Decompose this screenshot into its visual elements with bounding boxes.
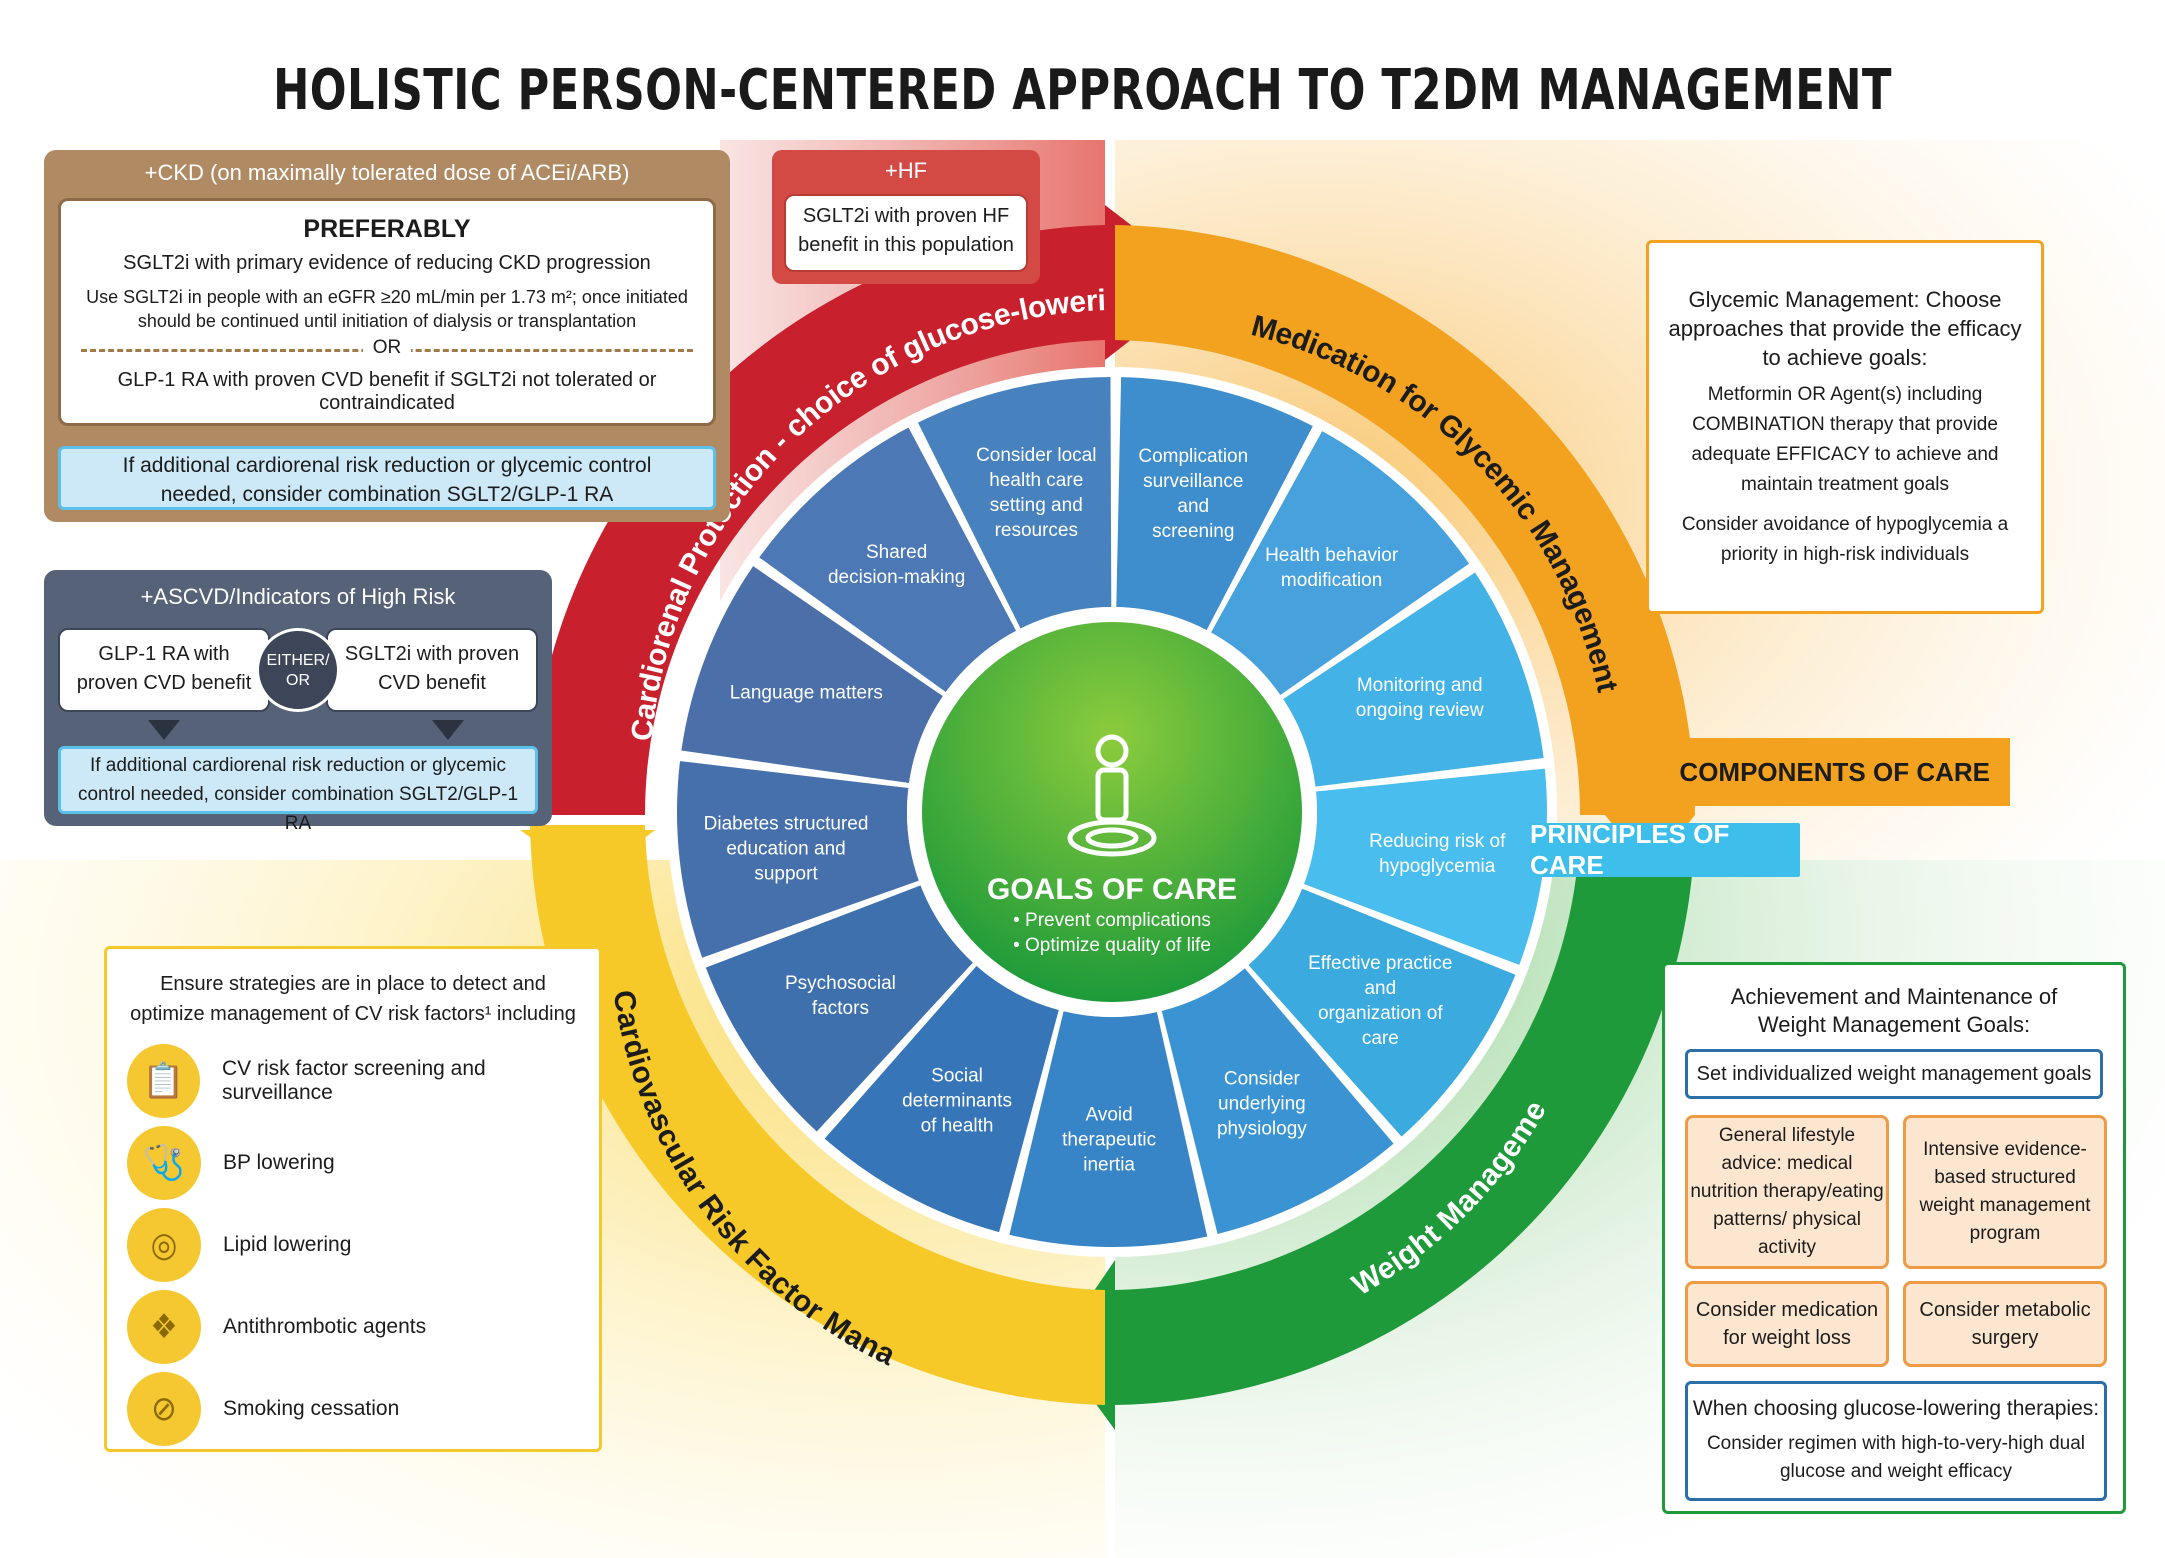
weight-title: Achievement and Maintenance of Weight Ma…	[1730, 984, 2058, 1037]
principle-segment-label: Consider local health care setting and r…	[976, 444, 1097, 541]
lipid-cell-icon: ◎	[127, 1208, 201, 1282]
components-of-care-tab: COMPONENTS OF CARE	[1640, 738, 2010, 806]
ckd-sglt2i-line: SGLT2i with primary evidence of reducing…	[123, 252, 651, 274]
ascvd-glp1-box: GLP-1 RA with proven CVD benefit	[58, 628, 270, 712]
therapies-box: When choosing glucose-lowering therapies…	[1685, 1381, 2107, 1501]
principle-segment	[1211, 431, 1470, 695]
cv-risk-item: ◎ Lipid lowering	[127, 1205, 597, 1285]
cv-risk-panel: Ensure strategies are in place to detect…	[104, 946, 602, 1452]
ckd-or-divider: OR	[81, 337, 693, 361]
either-or-badge: EITHER/ OR	[256, 628, 340, 712]
principle-segment-label: Effective practice and organization of c…	[1308, 952, 1453, 1049]
principle-segment	[824, 965, 1059, 1233]
hf-box: SGLT2i with proven HF benefit in this po…	[784, 194, 1028, 272]
principle-segment	[917, 377, 1112, 629]
ascvd-panel: +ASCVD/Indicators of High Risk GLP-1 RA …	[44, 570, 552, 834]
principles-of-care-tab: PRINCIPLES OF CARE	[1530, 819, 1800, 880]
cv-risk-item-label: Smoking cessation	[223, 1397, 400, 1420]
principle-segment-label: Diabetes structured education and suppor…	[703, 813, 869, 885]
ascvd-combo-box: If additional cardiorenal risk reduction…	[58, 746, 538, 834]
cv-risk-item-label: CV risk factor screening and surveillanc…	[221, 1057, 486, 1104]
principle-segment	[1161, 968, 1394, 1234]
cv-risk-list: 📋 CV risk factor screening and surveillan…	[127, 1041, 597, 1449]
clipboard-icon: 📋	[127, 1044, 200, 1118]
ckd-combo-box: If additional cardiorenal risk reduction…	[58, 446, 716, 510]
yellow-arc-arrowhead	[520, 830, 655, 880]
metabolic-surgery-box: Consider metabolic surgery	[1903, 1281, 2107, 1367]
goals-title: GOALS OF CARE	[986, 873, 1237, 906]
cv-risk-item-label: Antithrombotic agents	[223, 1315, 427, 1338]
ascvd-header: +ASCVD/Indicators of High Risk	[140, 584, 456, 609]
cv-risk-title: Ensure strategies are in place to detect…	[130, 973, 576, 1025]
principle-segment-label: Complication surveillance and screening	[1138, 446, 1249, 543]
lifestyle-advice-box: General lifestyle advice: medical nutrit…	[1685, 1115, 1889, 1269]
down-arrow-icon	[432, 720, 464, 740]
principle-segment	[1283, 572, 1544, 787]
weight-medication-box: Consider medication for weight loss	[1685, 1281, 1889, 1367]
hf-panel: +HF SGLT2i with proven HF benefit in thi…	[772, 150, 1040, 284]
page-title: HOLISTIC PERSON-CENTERED APPROACH TO T2D…	[273, 58, 1892, 123]
goals-text: GOALS OF CARE • Prevent complications • …	[962, 872, 1262, 958]
ascvd-sglt2i-box: SGLT2i with proven CVD benefit	[326, 628, 538, 712]
no-smoking-icon: ⊘	[127, 1372, 201, 1446]
glycemic-title: Glycemic Management: Choose approaches t…	[1668, 287, 2022, 370]
principle-segment-label: Monitoring and ongoing review	[1355, 675, 1484, 722]
ckd-header: +CKD (on maximally tolerated dose of ACE…	[144, 160, 630, 185]
principle-segment-label: Social determinants of health	[902, 1065, 1012, 1137]
principle-segment	[1116, 377, 1313, 631]
principle-segment-label: Consider underlying physiology	[1216, 1068, 1307, 1140]
principle-segment	[759, 427, 1017, 693]
principle-segment	[1248, 888, 1516, 1137]
preferably-heading: PREFERABLY	[303, 215, 471, 243]
principle-segment-label: Language matters	[729, 682, 883, 704]
weight-panel: Achievement and Maintenance of Weight Ma…	[1662, 962, 2126, 1514]
intensive-program-box: Intensive evidence-based structured weig…	[1903, 1115, 2107, 1269]
weight-goal-box: Set individualized weight management goa…	[1685, 1049, 2103, 1099]
goals-bullet: • Prevent complications	[1013, 910, 1211, 931]
ckd-preferably-box: PREFERABLY SGLT2i with primary evidence …	[58, 198, 716, 426]
cv-risk-item: 📋 CV risk factor screening and surveillan…	[127, 1041, 597, 1121]
cv-risk-item: ⊘ Smoking cessation	[127, 1369, 597, 1449]
principle-segment-label: Shared decision-making	[827, 541, 966, 588]
stethoscope-icon: 🩺	[127, 1126, 201, 1200]
ckd-egfr-note: Use SGLT2i in people with an eGFR ≥20 mL…	[86, 287, 688, 331]
cv-risk-item-label: Lipid lowering	[223, 1233, 352, 1256]
goals-of-care-circle	[922, 622, 1302, 1002]
glycemic-panel: Glycemic Management: Choose approaches t…	[1646, 240, 2044, 614]
orange-arc	[1115, 225, 1695, 815]
glycemic-body-2: Consider avoidance of hypoglycemia a pri…	[1681, 514, 2009, 565]
principle-segment	[1303, 768, 1547, 965]
goals-bullet: • Optimize quality of life	[1013, 935, 1211, 956]
ckd-or-label: OR	[362, 337, 412, 358]
principle-segment-label: Health behavior modification	[1265, 545, 1399, 592]
blood-vessel-icon: ❖	[127, 1290, 201, 1364]
principle-segment	[681, 566, 943, 784]
down-arrow-icon	[148, 720, 180, 740]
person-target-icon	[1067, 734, 1157, 857]
principle-segment	[705, 885, 973, 1132]
principle-segment-label: Reducing risk of hypoglycemia	[1369, 831, 1506, 878]
cv-risk-item: 🩺 BP lowering	[127, 1123, 597, 1203]
ckd-glp1-line: GLP-1 RA with proven CVD benefit if SGLT…	[117, 369, 657, 414]
glycemic-body-1: Metformin OR Agent(s) including COMBINAT…	[1691, 384, 1999, 495]
principle-segment	[677, 761, 919, 958]
principle-segment-label: Psychosocial factors	[784, 972, 896, 1019]
cv-risk-item: ❖ Antithrombotic agents	[127, 1287, 597, 1367]
cv-risk-item-label: BP lowering	[223, 1151, 335, 1174]
ckd-panel: +CKD (on maximally tolerated dose of ACE…	[44, 150, 730, 522]
principle-segment	[1009, 1011, 1208, 1247]
principle-segment-label: Avoid therapeutic inertia	[1062, 1104, 1157, 1176]
yellow-arc	[530, 825, 1105, 1405]
hf-header: +HF	[884, 158, 928, 183]
green-arc	[1115, 825, 1695, 1405]
